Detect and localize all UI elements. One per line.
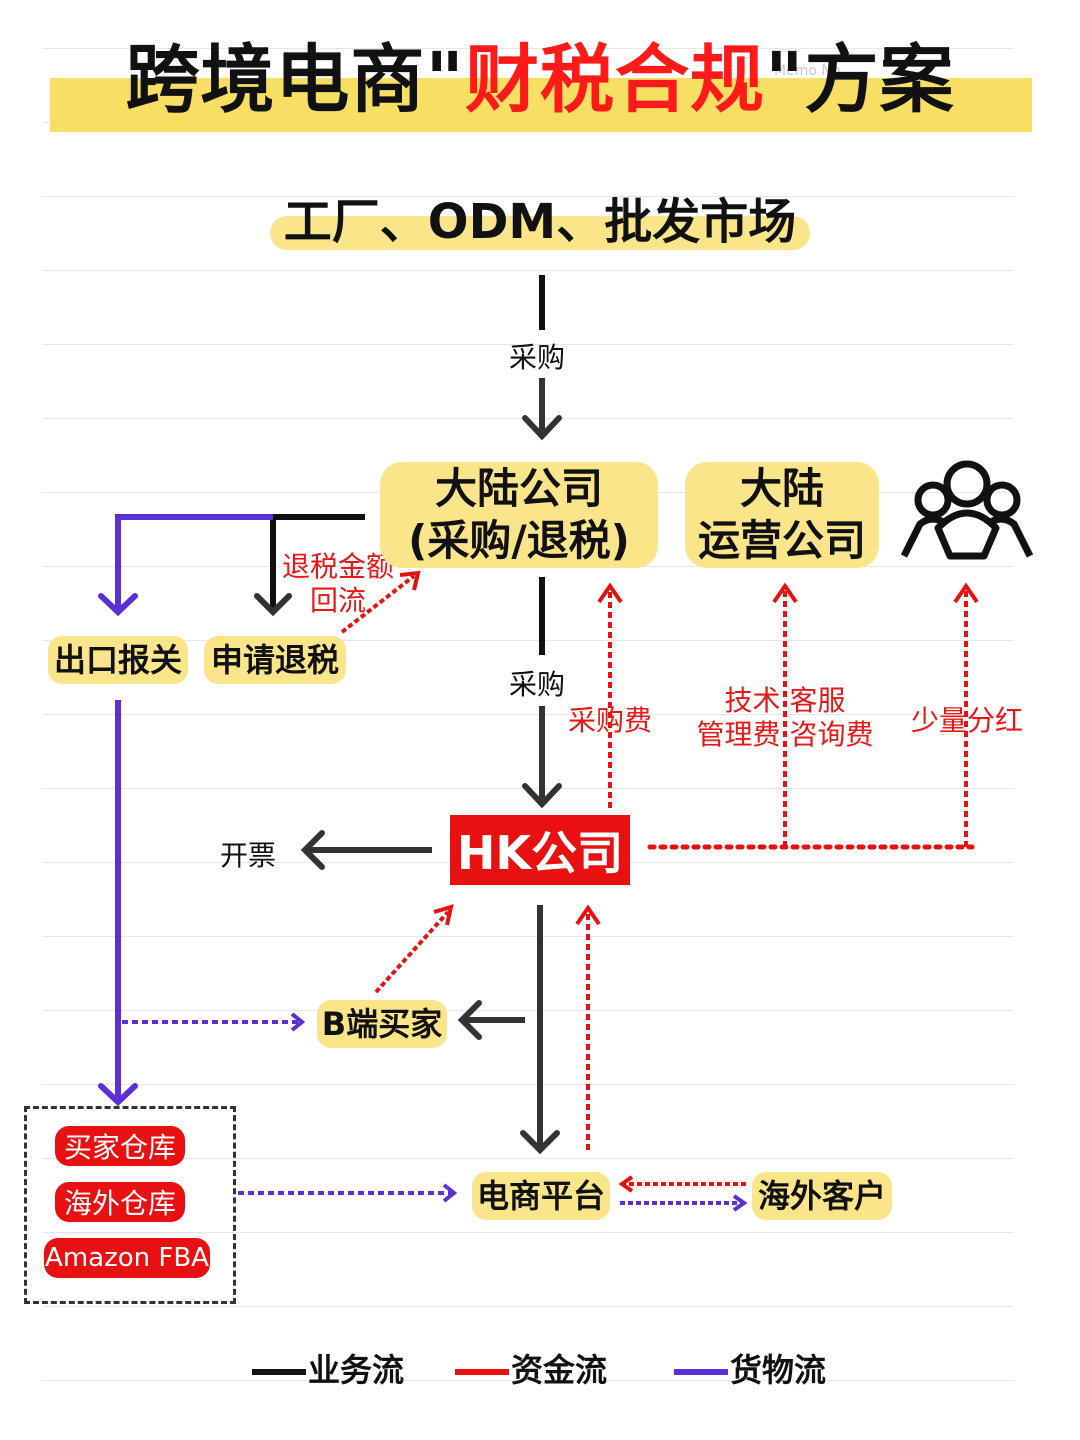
- legend-business-flow: 业务流: [252, 1345, 404, 1391]
- source-suppliers: 工厂、ODM、批发市场: [283, 194, 797, 250]
- legend-funds-flow: 资金流: [455, 1345, 607, 1391]
- source-highlight-band: [270, 216, 810, 250]
- legend-swatch-goods: [674, 1369, 728, 1375]
- legend-goods-flow: 货物流: [674, 1345, 826, 1391]
- label-invoice: 开票: [220, 839, 277, 872]
- memo-watermark: Memo No.: [774, 63, 845, 79]
- node-export-declaration: 出口报关: [48, 636, 188, 684]
- node-export-declaration-text: 出口报关: [53, 641, 182, 679]
- label-purchase-top: 采购: [509, 341, 566, 374]
- arrowhead-goods-b2b: [290, 1012, 306, 1032]
- title-part-2: "方案: [765, 37, 955, 123]
- funds-refund-return: [340, 574, 416, 634]
- label-purchase-mid: 采购: [509, 668, 566, 701]
- node-hk-company: HK公司: [450, 815, 630, 885]
- node-overseas-customer: 海外客户: [752, 1172, 892, 1220]
- arrowhead-goods-customer: [732, 1194, 748, 1212]
- arrowhead-purchase-fee: [597, 582, 623, 604]
- legend-label-funds: 资金流: [511, 1351, 608, 1389]
- arrowhead-to-export: [98, 593, 138, 617]
- arrowhead-to-warehouse: [98, 1083, 138, 1107]
- warehouse-group: [24, 1106, 236, 1304]
- label-purchase-fee: 采购费: [567, 704, 652, 737]
- node-ecommerce-platform: 电商平台: [472, 1172, 610, 1220]
- warehouse-amazon-fba: Amazon FBA: [44, 1238, 210, 1278]
- page-title: 跨境电商"财税合规"方案: [0, 32, 1080, 128]
- node-mainland-company-text: 大陆公司 (采购/退税): [408, 464, 630, 565]
- label-tax-refund-return: 退税金额 回流: [282, 550, 395, 617]
- node-b2b-buyer: B端买家: [317, 1000, 447, 1048]
- arrowhead-goods-platform: [442, 1183, 458, 1203]
- arrowhead-customer-platform: [618, 1175, 634, 1193]
- arrowhead-to-hk: [522, 783, 562, 809]
- legend-swatch-business: [252, 1369, 306, 1375]
- arrowhead-platform-hk: [575, 904, 601, 926]
- warehouse-overseas: 海外仓库: [55, 1182, 185, 1222]
- node-mainland-ops: 大陆 运营公司: [685, 462, 879, 568]
- title-highlight-band: [50, 78, 1032, 132]
- node-b2b-buyer-text: B端买家: [321, 1005, 443, 1043]
- title-highlight: 财税合规: [465, 37, 765, 123]
- node-mainland-company: 大陆公司 (采购/退税): [380, 462, 658, 568]
- arrowhead-to-platform: [520, 1130, 560, 1155]
- arrowhead-to-refund: [254, 593, 292, 617]
- node-ecommerce-platform-text: 电商平台: [476, 1177, 605, 1215]
- title-part-1: 跨境电商": [125, 37, 465, 123]
- legend-swatch-funds: [455, 1369, 509, 1375]
- legend-label-goods: 货物流: [730, 1351, 827, 1389]
- legend-label-business: 业务流: [308, 1351, 405, 1389]
- warehouse-buyer: 买家仓库: [55, 1126, 185, 1166]
- label-tech-fees: 技术 客服 管理费 咨询费: [696, 684, 874, 751]
- arrowhead-refund-return: [399, 570, 421, 591]
- funds-b2b-to-hk: [374, 910, 450, 994]
- node-tax-refund-apply-text: 申请退税: [210, 641, 339, 679]
- node-tax-refund-apply: 申请退税: [204, 636, 346, 684]
- goods-line-to-export: [115, 514, 273, 612]
- arrowhead-b2b-hk: [433, 904, 454, 926]
- node-mainland-ops-text: 大陆 运营公司: [697, 464, 866, 565]
- arrowhead-to-mainland: [522, 415, 562, 441]
- arrowhead-to-b2b: [457, 1000, 482, 1040]
- label-dividend: 少量分红: [910, 704, 1023, 737]
- arrowhead-invoice: [300, 830, 325, 870]
- arrowhead-tech-fees: [772, 582, 798, 604]
- node-overseas-customer-text: 海外客户: [757, 1177, 886, 1215]
- arrowhead-dividend: [953, 582, 979, 604]
